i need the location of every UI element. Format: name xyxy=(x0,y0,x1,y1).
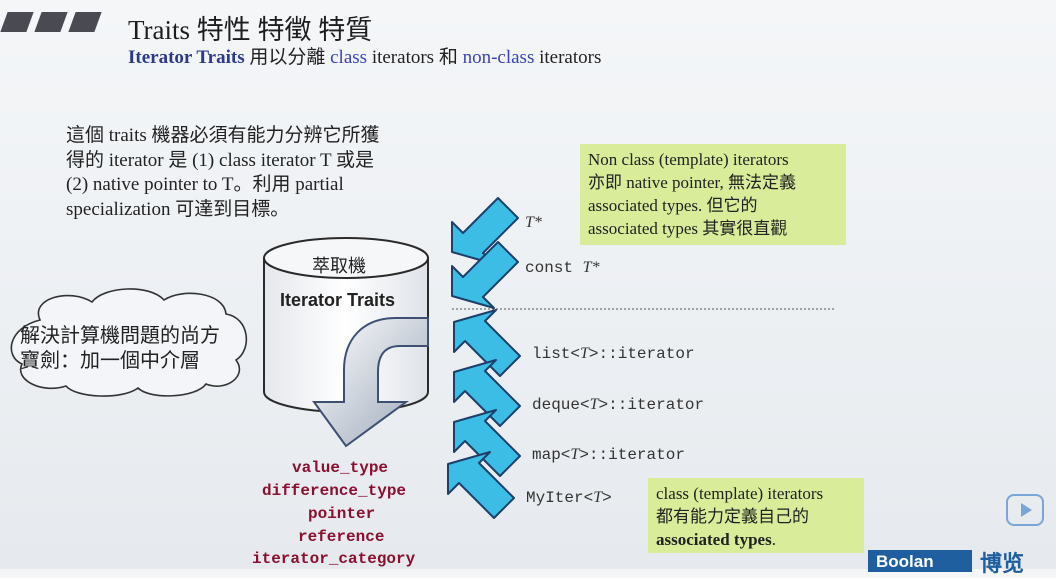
slide-subtitle: Iterator Traits 用以分離 class iterators 和 n… xyxy=(128,42,601,69)
arrow-const-pointer xyxy=(451,241,519,309)
arrow-myiter xyxy=(447,451,515,519)
paragraph-line: 得的 iterator 是 (1) class iterator T 或是 xyxy=(66,149,374,171)
input-pointer: T* xyxy=(525,214,542,232)
result-difference-type: difference_type xyxy=(262,482,407,500)
subtitle-text: 用以分離 xyxy=(244,47,331,68)
subtitle-non-class: non-class xyxy=(462,47,535,68)
note-period: . xyxy=(771,530,776,549)
note-emphasis: associated types xyxy=(656,530,772,549)
type-param: T xyxy=(570,446,580,463)
note-line: Non class (template) iterators xyxy=(588,150,789,169)
play-icon-glyph xyxy=(1021,503,1032,517)
cloud-caption: 解決計算機問題的尚方 寶劍：加一個中介層 xyxy=(20,324,250,374)
cloud-line: 解決計算機問題的尚方 xyxy=(20,325,220,347)
pointer-type: T* xyxy=(525,214,542,231)
type-suffix: >::iterator xyxy=(588,345,695,363)
paragraph-line: specialization 可達到目標。 xyxy=(66,198,290,220)
type-param: T xyxy=(589,396,599,413)
arrow-list-iterator xyxy=(453,309,521,377)
result-reference: reference xyxy=(298,528,385,546)
note-line: 都有能力定義自己的 xyxy=(656,507,809,526)
boolan-logo: Boolan xyxy=(868,550,972,572)
type-prefix: deque< xyxy=(532,396,590,414)
input-const-pointer: const T* xyxy=(525,259,600,277)
note-class-iterators: class (template) iterators 都有能力定義自己的 ass… xyxy=(648,478,864,553)
subtitle-text: iterators xyxy=(534,47,602,68)
subtitle-text: iterators 和 xyxy=(367,47,463,68)
pointer-type: T* xyxy=(582,259,600,276)
type-param: T xyxy=(593,489,603,506)
boolan-logo-cn: 博览 xyxy=(980,552,1025,577)
output-arrow xyxy=(312,317,429,448)
explanation-paragraph: 這個 traits 機器必須有能力分辨它所獲 得的 iterator 是 (1)… xyxy=(66,124,456,222)
input-myiter: MyIter<T> xyxy=(526,489,612,507)
paragraph-line: 這個 traits 機器必須有能力分辨它所獲 xyxy=(66,125,380,146)
result-value-type: value_type xyxy=(292,459,389,477)
const-keyword: const xyxy=(525,259,583,277)
note-line: class (template) iterators xyxy=(656,484,824,503)
traits-cylinder xyxy=(263,237,429,413)
arrow-deque-iterator xyxy=(453,359,521,427)
result-pointer: pointer xyxy=(308,505,376,523)
note-line: 亦即 native pointer, 無法定義 xyxy=(588,173,797,192)
type-suffix: >::iterator xyxy=(579,446,685,464)
subtitle-class: class xyxy=(330,47,368,68)
type-prefix: list< xyxy=(532,345,581,363)
subtitle-bold: Iterator Traits xyxy=(128,47,245,68)
play-icon[interactable] xyxy=(1006,494,1044,526)
type-suffix: > xyxy=(602,489,612,507)
note-non-class-iterators: Non class (template) iterators 亦即 native… xyxy=(580,144,846,245)
slide-title: Traits 特性 特徵 特質 xyxy=(128,15,373,45)
arrow-map-iterator xyxy=(453,409,521,477)
extractor-label: 萃取機 xyxy=(312,256,366,276)
note-line: associated types. xyxy=(656,528,856,551)
cloud-shape xyxy=(10,288,248,397)
input-list-iterator: list<T>::iterator xyxy=(532,345,695,363)
type-suffix: >::iterator xyxy=(598,396,705,414)
note-line: associated types 其實很直觀 xyxy=(588,219,788,238)
paragraph-line: (2) native pointer to T。利用 partial xyxy=(66,174,344,195)
type-param: T xyxy=(580,345,589,362)
type-prefix: MyIter< xyxy=(526,489,594,507)
note-line: associated types. 但它的 xyxy=(588,196,758,215)
iterator-traits-label: Iterator Traits xyxy=(280,290,396,310)
type-prefix: map< xyxy=(532,446,571,464)
result-iterator-category: iterator_category xyxy=(252,550,416,568)
input-map-iterator: map<T>::iterator xyxy=(532,446,685,464)
input-deque-iterator: deque<T>::iterator xyxy=(532,396,704,414)
cloud-line: 寶劍：加一個中介層 xyxy=(20,350,200,372)
